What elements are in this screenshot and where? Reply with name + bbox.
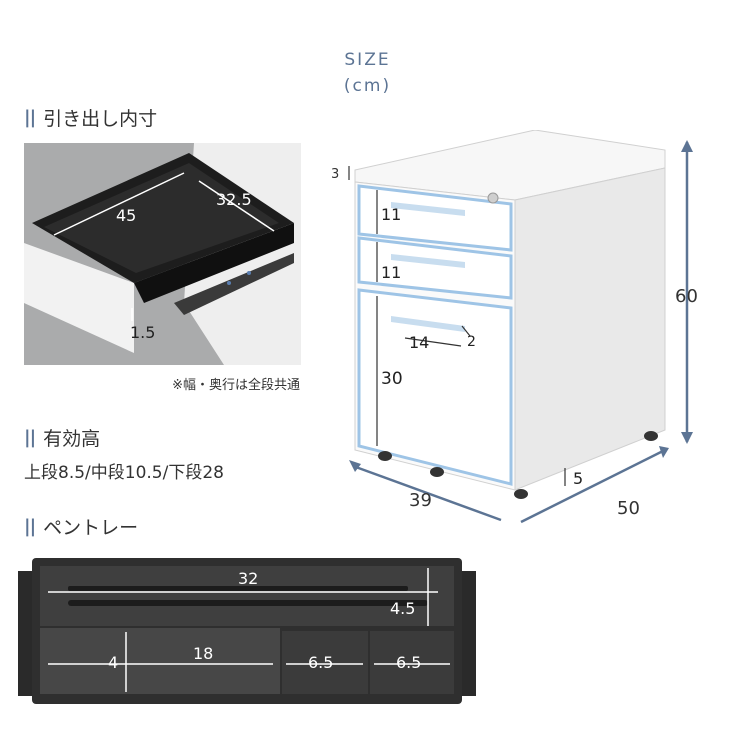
drawer-front: [24, 243, 134, 353]
tray-compartment-large-label: 18: [193, 644, 213, 663]
tray-compartment-mid: [282, 631, 368, 694]
drawer-depth-label: 45: [116, 206, 136, 225]
tray-compartment-small-label: 6.5: [396, 653, 421, 672]
effective-height-values: 上段8.5/中段10.5/下段28: [24, 463, 224, 483]
depth-arrow: [520, 448, 666, 524]
drawer1-height-label: 11: [381, 205, 401, 224]
pen-tray-title-text: ペントレー: [43, 517, 139, 539]
drawer-width-label: 32.5: [216, 190, 252, 209]
lock-icon: [487, 192, 499, 204]
section-bars-icon: ||: [24, 427, 36, 448]
drawer-handle-middle: [391, 254, 465, 268]
size-heading-title: SIZE: [344, 50, 391, 70]
tray-height-label: 4: [108, 653, 118, 672]
tray-length-label: 32: [238, 569, 258, 588]
drawer-middle: [357, 236, 513, 300]
width-dimension-line: [198, 180, 275, 232]
caster: [430, 467, 444, 477]
drawer-note: ※幅・奥行は全段共通: [172, 378, 300, 393]
handle-width-label: 14: [409, 333, 429, 352]
drawer-rail: [174, 253, 294, 315]
size-heading: SIZE (cm): [330, 50, 405, 96]
cabinet-illustration: 3 11 11 30 14 2 60 39 50 5: [331, 130, 698, 524]
tray-groove-depth-label: 4.5: [390, 599, 415, 618]
drawer-rail-label: 1.5: [130, 323, 155, 342]
pen-tray-photo: 32 4.5 4 18 6.5 6.5: [18, 558, 476, 704]
tray-compartment-small: [370, 631, 454, 694]
caster: [644, 431, 658, 441]
tray-groove: [40, 566, 454, 626]
caster-height-label: 5: [573, 469, 583, 488]
drawer2-height-label: 11: [381, 263, 401, 282]
cabinet-side: [514, 167, 666, 491]
total-height-label: 60: [675, 286, 698, 307]
drawer-bottom: [357, 288, 513, 486]
effective-height-title-text: 有効高: [43, 428, 101, 450]
pen-tray-title: || ペントレー: [24, 513, 138, 540]
depth-label: 50: [617, 498, 640, 519]
drawer-inner-title-text: 引き出し内寸: [43, 108, 158, 130]
drawer-inner-title: || 引き出し内寸: [24, 104, 157, 131]
caster: [378, 451, 392, 461]
tray-compartment-mid-label: 6.5: [308, 653, 333, 672]
depth-dimension-line: [53, 172, 185, 236]
section-bars-icon: ||: [24, 516, 36, 537]
caster: [514, 489, 528, 499]
section-bars-icon: ||: [24, 107, 36, 128]
width-arrow: [352, 464, 502, 522]
drawer-handle-bottom: [391, 316, 465, 332]
cabinet-top-gap-label: 3: [331, 167, 339, 182]
effective-height-title: || 有効高: [24, 424, 100, 451]
size-heading-unit: (cm): [343, 76, 392, 96]
width-label: 39: [409, 490, 432, 511]
tray-compartment-large: [40, 628, 280, 694]
drawer-photo: 45 32.5 1.5: [24, 143, 301, 365]
drawer3-height-label: 30: [381, 369, 403, 389]
drawer-handle-top: [391, 202, 465, 216]
handle-depth-label: 2: [467, 334, 476, 350]
drawer-top: [357, 184, 513, 252]
